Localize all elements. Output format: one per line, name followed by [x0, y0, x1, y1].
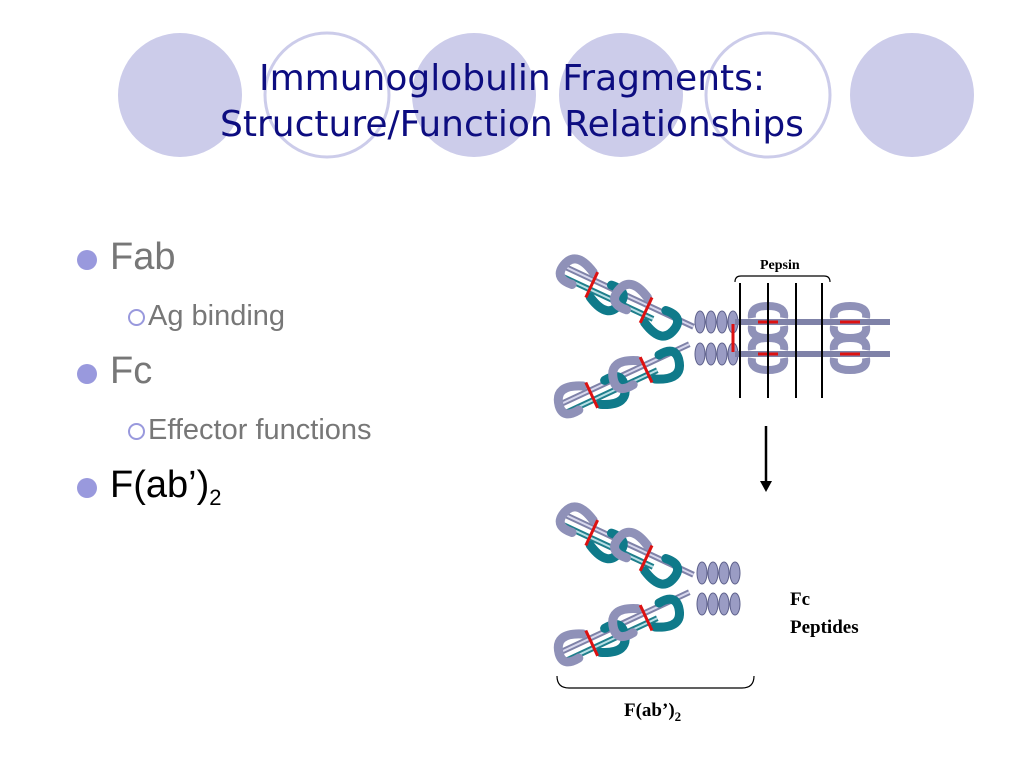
fc-label-line-2: Peptides [790, 617, 859, 638]
fc-label-line-1: Fc [790, 589, 811, 610]
title-line-1: Immunoglobulin Fragments: [258, 58, 766, 99]
decor-circle [850, 33, 974, 157]
decor-circle [704, 31, 832, 159]
decor-circle [412, 33, 536, 157]
bullet-ring-icon [128, 423, 145, 440]
header-decoration [118, 31, 974, 159]
bullet-dot-icon [77, 250, 97, 270]
bullet-fab: Fab [77, 236, 372, 282]
bullet-fc: Fc [77, 350, 372, 396]
bullet-label: Fab [110, 236, 176, 278]
bullet-subscript: 2 [209, 485, 222, 510]
fab2-bracket [556, 675, 755, 689]
bullet-ring-icon [128, 309, 145, 326]
bullet-fab2: F(ab’)2 [77, 464, 372, 510]
bullet-label: F(ab’) [110, 464, 210, 506]
pepsin-label: Pepsin [760, 258, 800, 273]
fab-arm-lower [553, 581, 699, 674]
title-line-2: Structure/Function Relationships [220, 104, 804, 145]
sub-bullet-ag-binding: Ag binding [128, 282, 372, 336]
sub-bullet-effector: Effector functions [128, 396, 372, 450]
fc-peptides-label: Fc Peptides [790, 586, 859, 642]
arrow-head-icon [760, 481, 772, 492]
decor-circle [559, 33, 683, 157]
sub-bullet-label: Ag binding [148, 300, 286, 332]
fab2-label: F(ab’)2 [624, 700, 682, 724]
fab-arm-upper [553, 502, 699, 595]
fab2-label-text: F(ab’) [624, 700, 675, 721]
fab2-label-subscript: 2 [674, 709, 682, 724]
fab2-fragment [553, 502, 755, 689]
slide-title: Immunoglobulin Fragments: Structure/Func… [0, 56, 1024, 148]
hinge-region [696, 592, 741, 616]
hinge-region [696, 561, 741, 585]
bullet-dot-icon [77, 364, 97, 384]
intact-antibody [553, 254, 890, 426]
fab-arm-lower [553, 333, 699, 426]
pepsin-bracket [734, 275, 831, 283]
decor-circle [263, 31, 391, 159]
bullet-dot-icon [77, 478, 97, 498]
bullet-label: Fc [110, 350, 153, 392]
bullet-list: Fab Ag binding Fc Effector functions F(a… [76, 236, 372, 510]
fab-arm-upper [553, 254, 699, 347]
decor-circle [118, 33, 242, 157]
sub-bullet-label: Effector functions [148, 414, 372, 446]
